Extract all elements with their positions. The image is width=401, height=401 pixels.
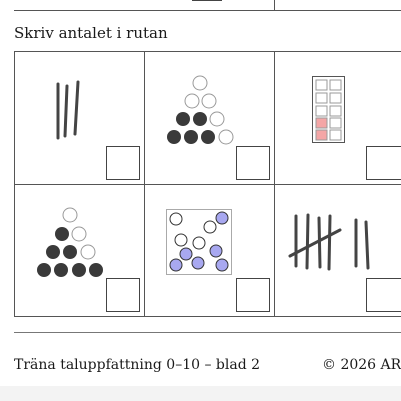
answer-box-3[interactable] — [366, 146, 401, 180]
footer-title: Träna taluppfattning 0–10 – blad 2 — [14, 357, 261, 373]
answer-box-6[interactable] — [366, 278, 401, 312]
tally-marks-7 — [288, 213, 370, 271]
grid-left-line — [14, 51, 15, 317]
answer-box-1[interactable] — [106, 146, 140, 180]
grid-col2-line — [274, 51, 275, 317]
footer-separator — [14, 332, 401, 333]
previous-row-box-edge — [192, 0, 222, 1]
copyright-brand: ARB — [380, 357, 401, 373]
previous-row-divider — [274, 0, 275, 10]
grid-middle-line — [14, 184, 401, 185]
scatter-dots-5 — [166, 209, 232, 275]
copyright-prefix: © 2026 — [322, 357, 381, 373]
ten-frame-2 — [312, 76, 345, 143]
grid-top-line — [14, 51, 401, 52]
grid-bottom-line — [14, 316, 401, 317]
instruction-heading: Skriv antalet i rutan — [14, 24, 168, 42]
answer-box-4[interactable] — [106, 278, 140, 312]
answer-box-5[interactable] — [236, 278, 270, 312]
dot-pyramid-6 — [37, 207, 103, 277]
footer-copyright: © 2026 ARB — [322, 357, 401, 373]
tally-marks-3 — [56, 80, 80, 140]
answer-box-2[interactable] — [236, 146, 270, 180]
dot-pyramid-5 — [167, 75, 234, 145]
previous-row-bottom-border — [14, 10, 401, 11]
grid-col1-line — [144, 51, 145, 317]
page-bottom-strip — [0, 386, 401, 401]
